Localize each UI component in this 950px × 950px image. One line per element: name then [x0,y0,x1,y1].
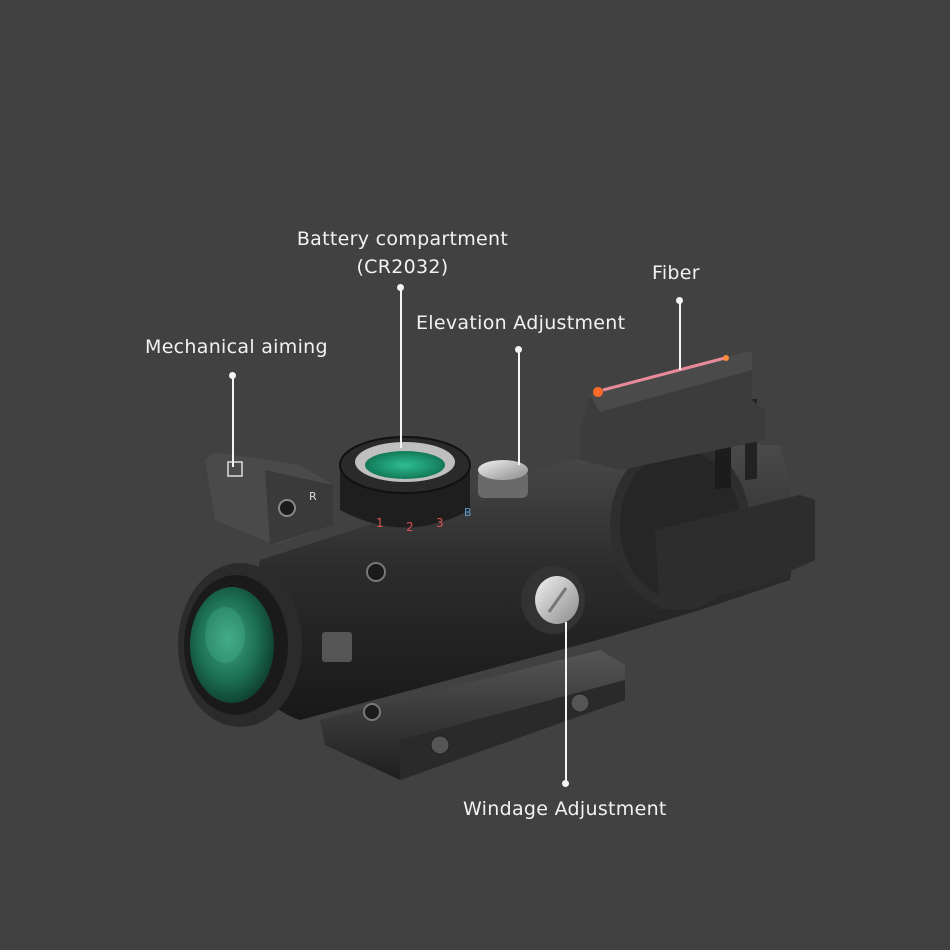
svg-text:1: 1 [376,516,384,530]
callout-battery-title: Battery compartment [296,228,509,250]
callout-windage-leader [565,622,567,782]
fiber-sight [580,352,765,470]
callout-windage-dot [562,780,569,787]
callout-windage: Windage Adjustment [463,798,667,820]
callout-battery-compartment: Battery compartment (CR2032) [290,225,515,281]
battery-turret: 1 2 3 B [339,436,472,534]
callout-mechanical-leader [232,375,234,467]
mechanical-rear-sight: R [205,452,333,545]
svg-text:B: B [464,506,472,519]
svg-text:R: R [309,490,317,503]
callout-battery-leader [400,288,402,448]
svg-text:3: 3 [436,516,444,530]
callout-elevation: Elevation Adjustment [416,312,626,334]
picatinny-mount [320,650,625,780]
hex-screw-icon [363,703,381,721]
elevation-knob [478,460,528,498]
callout-mechanical-aiming: Mechanical aiming [145,336,328,358]
callout-elevation-dot [515,346,522,353]
windage-knob [521,566,585,634]
clamp-block [322,632,352,662]
callout-battery-dot [397,284,404,291]
callout-fiber: Fiber [652,262,700,284]
callout-elevation-leader [518,350,520,465]
svg-text:2: 2 [406,520,414,534]
callout-battery-subtitle: (CR2032) [356,256,449,278]
callout-fiber-leader [679,300,681,370]
objective-lens [178,563,302,727]
hex-screw-icon [366,562,386,582]
